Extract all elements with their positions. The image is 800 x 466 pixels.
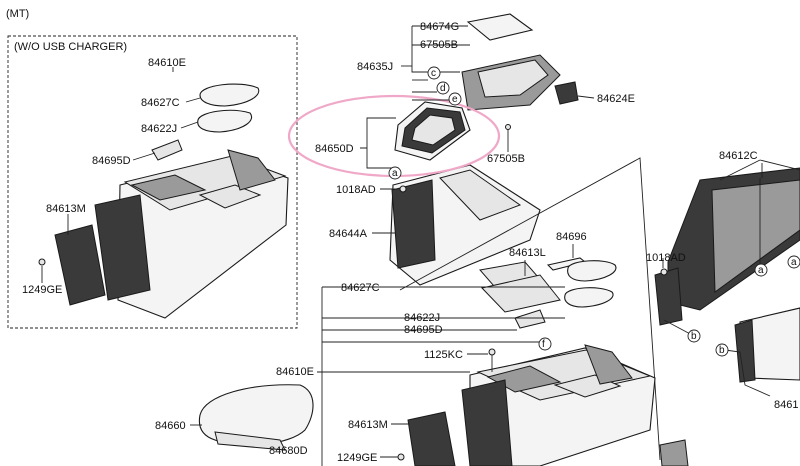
label-84610e: 84610E: [276, 366, 314, 378]
label-84622j-inset: 84622J: [141, 123, 177, 135]
screw-1018ad-right: [660, 268, 668, 276]
inset-title: (W/O USB CHARGER): [14, 41, 127, 53]
leader-84627c-inset: [185, 97, 201, 103]
screw-1125kc: [488, 348, 496, 356]
leader-84612c: [759, 163, 763, 266]
label-84660: 84660: [155, 420, 186, 432]
inset-console-drawing: [38, 83, 289, 319]
label-84613m-inset: 84613M: [46, 203, 86, 215]
callout-circle-c: [427, 66, 441, 80]
label-84650d: 84650D: [315, 143, 354, 155]
label-1249ge: 1249GE: [337, 452, 377, 464]
label-67505b-lower: 67505B: [487, 153, 525, 165]
callout-letter-a-right2: a: [791, 257, 797, 268]
label-84613m: 84613M: [348, 419, 388, 431]
screw-1249ge: [397, 453, 405, 461]
label-84644a: 84644A: [329, 228, 368, 240]
screw-1018ad-center: [399, 185, 407, 193]
callout-letter-b-left: b: [691, 331, 697, 342]
label-84627c-inset: 84627C: [141, 97, 180, 109]
armrest-drawing: [198, 384, 314, 451]
highlight-ellipse: [287, 94, 501, 178]
label-67505b-top: 67505B: [420, 39, 458, 51]
callout-letter-e: e: [452, 94, 458, 105]
label-84695d: 84695D: [404, 324, 443, 336]
callout-letter-f: f: [542, 339, 545, 350]
callout-circle-a-right2: [787, 255, 800, 269]
main-console-drawing: [407, 344, 656, 466]
clip-67505b: [505, 124, 511, 130]
label-84695d-inset: 84695D: [92, 155, 131, 167]
callout-circle-b-right: [715, 343, 729, 357]
variant-label: (MT): [6, 8, 29, 20]
callout-letter-a-center: a: [392, 168, 398, 179]
label-84635j: 84635J: [357, 61, 393, 73]
callout-circle-d: [436, 81, 450, 95]
leader-84622j-inset: [180, 121, 199, 129]
callout-circle-f: [538, 337, 552, 351]
label-84612c: 84612C: [719, 150, 758, 162]
upper-cover-drawing: [389, 13, 579, 286]
leader-84624e: [577, 95, 595, 99]
leader-bracket-84674g: [411, 26, 460, 73]
label-8461x: 8461: [774, 399, 798, 411]
inset-box: [7, 35, 298, 329]
callout-circle-e: [448, 92, 462, 106]
label-84680d: 84680D: [269, 445, 308, 457]
label-1018ad-right: 1018AD: [646, 252, 686, 264]
label-84627c: 84627C: [341, 282, 380, 294]
label-84674g: 84674G: [420, 21, 459, 33]
exploded-enclosure: [399, 157, 661, 461]
label-1125kc: 1125KC: [424, 349, 463, 361]
callout-circle-a-center: [388, 166, 402, 180]
label-84610e-inset: 84610E: [148, 57, 186, 69]
callout-letter-a-right1: a: [758, 265, 764, 276]
callout-letter-d: d: [440, 83, 446, 94]
callout-letter-b-right: b: [719, 345, 725, 356]
leader-84612c-fan: [719, 159, 800, 181]
label-1249ge-inset: 1249GE: [22, 284, 62, 296]
callout-circle-b-left: [687, 329, 701, 343]
label-84696: 84696: [556, 231, 587, 243]
mid-small-parts: [479, 257, 617, 329]
label-1018ad-center: 1018AD: [336, 184, 376, 196]
label-84613l: 84613L: [509, 247, 546, 259]
leader-84695d-inset: [132, 152, 156, 161]
side-panel-drawing: [654, 167, 800, 466]
leader-84650d: [360, 117, 396, 169]
callout-circle-a-right1: [754, 263, 768, 277]
label-84624e: 84624E: [597, 93, 635, 105]
callout-letter-c: c: [431, 68, 436, 79]
leader-8461x: [724, 349, 771, 397]
label-84622j: 84622J: [404, 312, 440, 324]
